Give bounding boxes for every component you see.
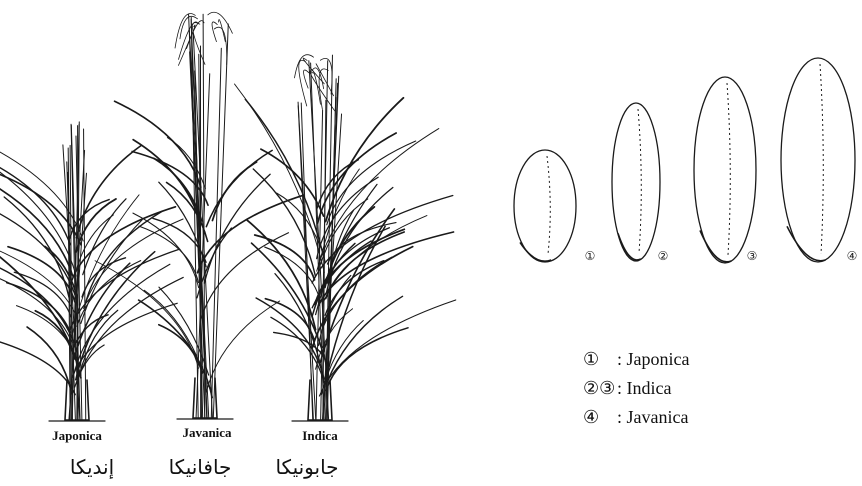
plant-label-indica: Indica xyxy=(302,428,337,444)
rice-grain xyxy=(694,77,756,263)
legend-row-japonica: ①: Japonica xyxy=(583,345,689,374)
legend-row-javanica: ④: Javanica xyxy=(583,403,689,432)
legend-text: : Javanica xyxy=(617,407,688,427)
grain-mark-4: ④ xyxy=(847,249,858,263)
stem xyxy=(84,129,86,420)
leaf xyxy=(204,174,270,283)
legend-row-indica: ②③: Indica xyxy=(583,374,689,403)
grain-outline xyxy=(781,58,855,262)
leaf xyxy=(74,263,130,359)
leaf xyxy=(16,306,76,358)
leaf xyxy=(275,274,322,372)
panicle xyxy=(219,20,226,42)
rice-grain xyxy=(612,103,660,261)
leaf xyxy=(76,199,116,252)
grain-legend: ①: Japonica ②③: Indica ④: Javanica xyxy=(583,345,689,432)
leaf xyxy=(0,333,75,395)
rice-plant xyxy=(0,122,183,421)
legend-mark: ① xyxy=(583,345,617,374)
leaf xyxy=(77,261,141,327)
legend-mark: ②③ xyxy=(583,374,617,403)
stem xyxy=(211,48,221,418)
legend-text: : Indica xyxy=(617,378,671,398)
leaf xyxy=(159,325,202,373)
leaf xyxy=(0,158,70,245)
grain-outline xyxy=(694,77,756,263)
leaf xyxy=(115,101,201,187)
leaf xyxy=(212,162,256,221)
plant-label-japonica: Japonica xyxy=(52,428,102,444)
grain-mark-3: ③ xyxy=(747,249,758,263)
panicle xyxy=(212,22,217,42)
plant-label-javanica: Javanica xyxy=(182,425,231,441)
rice-grain xyxy=(514,150,576,262)
panicle xyxy=(299,60,307,106)
arabic-label-right: جابونيكا xyxy=(275,455,338,479)
rice-grain xyxy=(781,58,855,262)
leaf xyxy=(327,226,385,376)
arabic-label-left: إنديكا xyxy=(70,455,114,479)
panicle xyxy=(208,12,233,33)
legend-text: : Japonica xyxy=(617,349,689,369)
panicle xyxy=(304,70,309,88)
leaf xyxy=(139,226,198,282)
rice-plant xyxy=(235,55,456,421)
rice-plant xyxy=(95,12,303,419)
grain-mark-2: ② xyxy=(658,249,669,263)
grain-mark-1: ① xyxy=(585,249,596,263)
leaf xyxy=(0,173,73,276)
panicle xyxy=(214,27,226,64)
stem xyxy=(78,126,79,420)
grain-outline xyxy=(514,150,576,262)
panicle xyxy=(320,58,332,94)
legend-mark: ④ xyxy=(583,403,617,432)
leaf xyxy=(319,232,454,306)
leaf xyxy=(206,150,272,226)
arabic-label-middle: جافانيكا xyxy=(169,455,232,479)
